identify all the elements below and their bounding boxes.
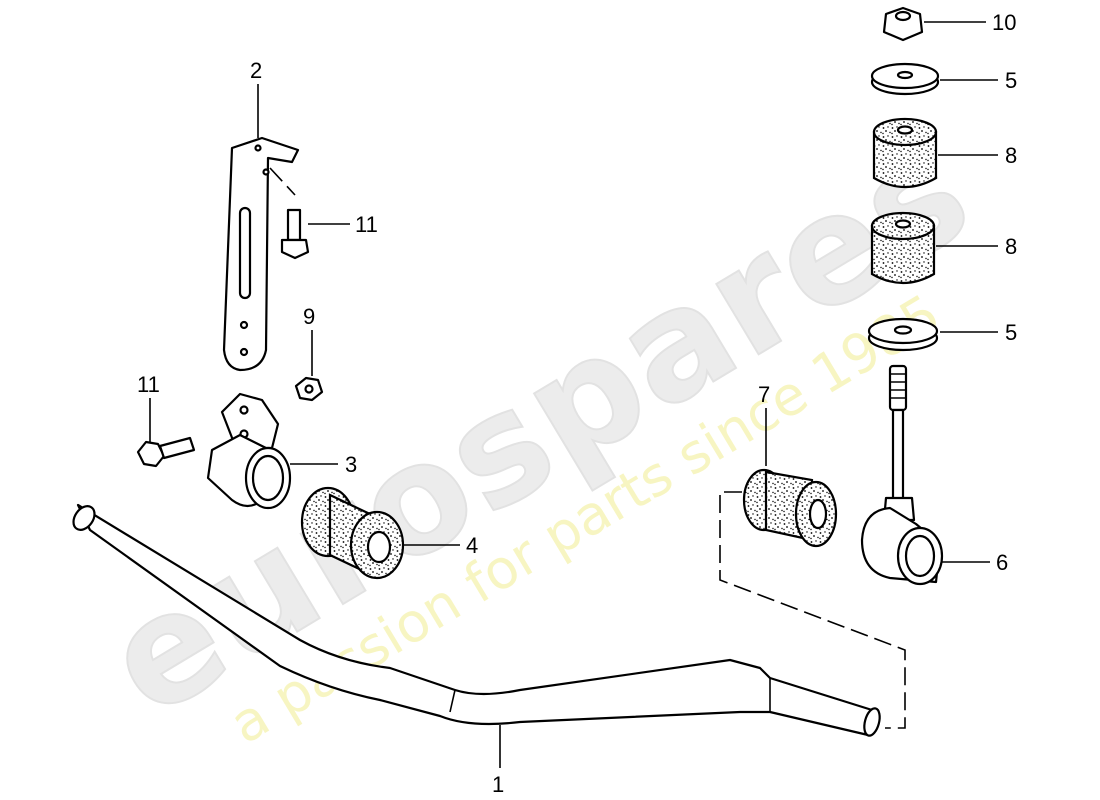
clamp <box>206 392 292 510</box>
drop-link-threaded-end <box>888 364 908 412</box>
stabilizer-bar-shade <box>449 689 456 713</box>
callout-5-top: 5 <box>1005 68 1017 93</box>
stabilizer-bar <box>72 503 881 737</box>
callout-8-lower: 8 <box>1005 234 1017 259</box>
link-bushing-bore <box>808 498 828 530</box>
rubber-cushion-lower <box>870 211 936 284</box>
bolt-upper-head <box>280 238 310 260</box>
callout-10: 10 <box>992 10 1016 35</box>
assembly-guide <box>719 491 906 729</box>
washer-lower-hole <box>893 325 913 335</box>
nut-small-hole <box>304 384 314 394</box>
callout-7: 7 <box>758 382 770 407</box>
callout-6: 6 <box>996 550 1008 575</box>
bolt-lower <box>136 436 196 468</box>
callout-5-lower: 5 <box>1005 320 1017 345</box>
bolt-upper <box>280 208 310 260</box>
bracket-slot <box>238 206 252 300</box>
nut-top-body <box>882 6 924 42</box>
mounting-bracket <box>222 136 300 372</box>
watermark: eurospares a passion for parts since 198… <box>78 102 1000 756</box>
callout-1: 1 <box>492 772 504 797</box>
drop-link <box>860 364 944 586</box>
stabilizer-bar-end-left <box>72 505 96 531</box>
rubber-lower-body <box>870 224 936 284</box>
rubber-lower-hole <box>894 219 912 229</box>
callout-8-top: 8 <box>1005 143 1017 168</box>
nut-top <box>882 6 924 42</box>
washer-top <box>870 62 940 96</box>
nut-top-hole <box>894 10 912 22</box>
callout-4: 4 <box>466 533 478 558</box>
rubber-cushion-top <box>872 117 938 188</box>
bracket-hole-1 <box>254 144 262 152</box>
nut-small <box>294 376 324 402</box>
watermark-logo: eurospares <box>79 103 999 751</box>
bolt-lower-shank <box>158 436 196 460</box>
drop-link-thread-1 <box>890 373 906 399</box>
clamp-tab-hole-1 <box>239 405 249 415</box>
rubber-top-body <box>872 130 938 188</box>
bracket-hole-4 <box>239 347 249 357</box>
bolt-upper-shank <box>286 208 302 242</box>
callout-9: 9 <box>303 304 315 329</box>
bracket-plate <box>222 136 300 372</box>
stabilizer-bar-end-right <box>863 707 881 737</box>
link-bushing <box>742 468 838 548</box>
bracket-hole-3 <box>239 320 249 330</box>
callout-11-upper: 11 <box>355 212 378 237</box>
bushing <box>300 486 405 580</box>
callout-2: 2 <box>250 58 262 83</box>
callout-11-lower: 11 <box>137 372 160 397</box>
rubber-top-hole <box>896 125 914 135</box>
bracket-hole-2 <box>262 168 270 176</box>
callout-3: 3 <box>345 452 357 477</box>
bushing-bore <box>366 530 392 564</box>
clamp-ring-inner <box>251 454 285 502</box>
washer-top-hole <box>896 70 914 80</box>
stabilizer-bar-body <box>76 503 874 737</box>
drop-link-rod <box>891 408 905 504</box>
bracket-bolt-guide <box>269 167 296 196</box>
drop-link-eye-inner <box>904 534 936 578</box>
washer-lower <box>867 317 939 352</box>
